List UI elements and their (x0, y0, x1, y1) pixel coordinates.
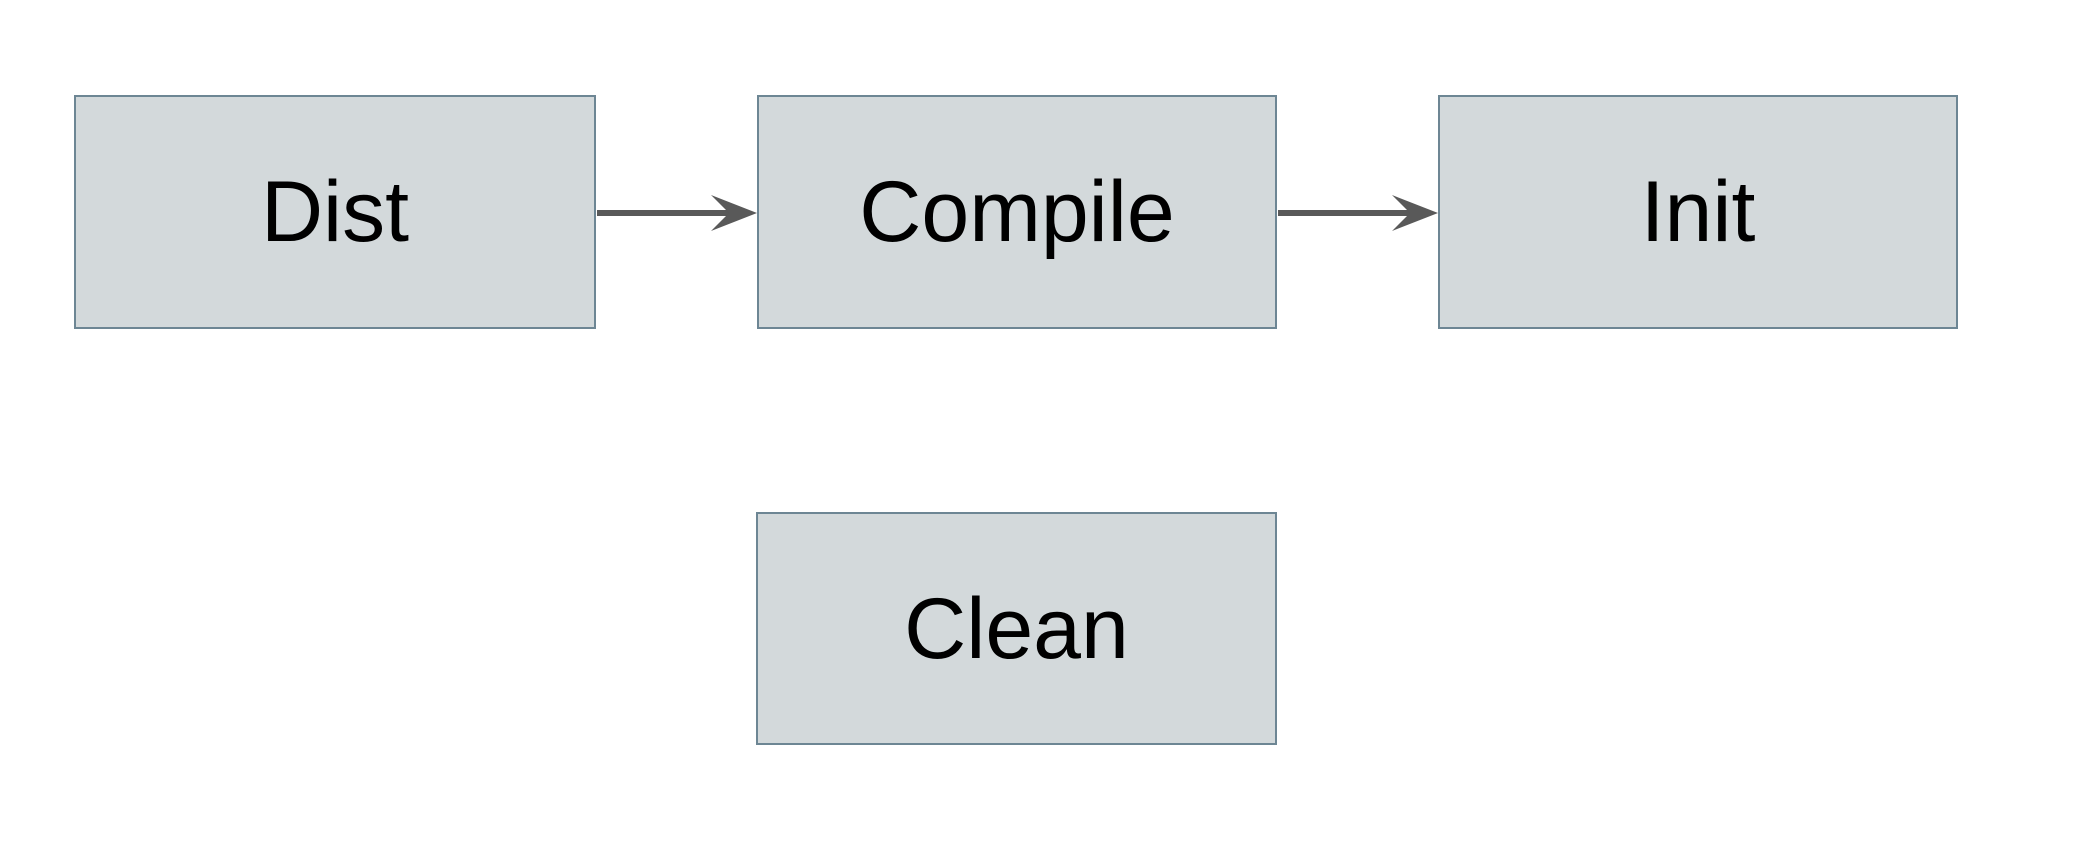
arrow-compile-to-init (1278, 195, 1438, 231)
node-clean-label: Clean (904, 580, 1129, 677)
node-compile-label: Compile (859, 164, 1175, 260)
node-compile: Compile (757, 95, 1277, 329)
node-dist: Dist (74, 95, 596, 329)
node-init-label: Init (1640, 164, 1756, 260)
node-init: Init (1438, 95, 1958, 329)
node-dist-label: Dist (260, 164, 410, 260)
arrow-dist-to-compile (597, 195, 757, 231)
node-clean: Clean (756, 512, 1277, 745)
